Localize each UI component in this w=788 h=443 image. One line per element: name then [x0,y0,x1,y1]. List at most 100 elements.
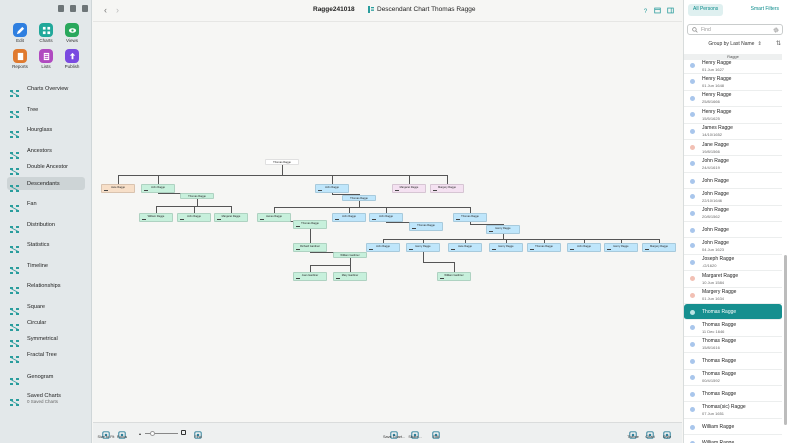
tree-node[interactable]: Jane Ragge [448,243,482,252]
sidebar-item-square[interactable]: Square [7,300,85,315]
tree-node[interactable]: Richard Gardiner [293,243,327,252]
group-by-select[interactable]: Group by Last Name ⇕ ⇅ [687,38,783,49]
tree-node[interactable]: William Gardiner [333,252,367,258]
tree-node[interactable]: Thomas Ragge [409,222,443,231]
tree-node[interactable]: William Gardiner [437,272,471,281]
tree-node[interactable]: Margaret Ragge [214,213,248,222]
tree-node[interactable]: Henry Ragge [604,243,638,252]
sidebar-item-statistics[interactable]: Statistics [7,238,85,253]
style-button[interactable]: Style [656,426,678,439]
sidebar-item-hourglass[interactable]: Hourglass [7,123,85,138]
tree-node[interactable]: James Ragge [257,213,291,222]
tree-node[interactable]: Henry Ragge [486,225,520,234]
tree-node[interactable]: John Ragge [315,184,349,193]
sidebar-item-ancestors[interactable]: Ancestors [7,144,85,159]
sidebar-item-fractal-tree[interactable]: Fractal Tree [7,348,85,363]
sidebar-toggle-icon[interactable] [667,7,674,14]
help-icon[interactable]: ? [642,7,649,14]
tree-node[interactable]: Margery Ragge [430,184,464,193]
tree-node[interactable]: Mary Gardiner [333,272,367,281]
chart-button[interactable]: Chart [639,426,661,439]
tree-node[interactable]: Thomas Ragge [453,213,487,222]
sidebar-item-relationships[interactable]: Relationships [7,279,85,294]
tree-node[interactable]: John Ragge [567,243,601,252]
toolbar-publish-button[interactable]: Publish [60,49,84,69]
person-row[interactable]: Thomas Ragge [684,304,782,321]
share-button[interactable]: Share... [404,426,426,439]
zoom-slider[interactable]: ▴ [139,430,187,436]
sidebar-item-symmetrical[interactable]: Symmetrical [7,332,85,347]
zoom-in-icon[interactable] [181,430,186,435]
find-button[interactable]: Find [187,426,209,439]
tree-node[interactable]: John Ragge [177,213,211,222]
person-row[interactable]: William Ragge [684,419,782,436]
tab-all-persons[interactable]: All Persons [688,4,724,16]
tree-node[interactable]: Jane Ragge [101,184,135,193]
gear-icon[interactable] [773,27,779,33]
bookmark-icon[interactable] [70,5,76,12]
tree-node[interactable]: Thomas Ragge [180,193,214,199]
person-row[interactable]: William Ragge [684,435,782,443]
back-icon[interactable]: ‹ [104,5,107,15]
edit-button[interactable]: Edit [425,426,447,439]
toolbar-reports-button[interactable]: Reports [8,49,32,69]
tree-node[interactable]: Thomas Ragge [293,220,327,229]
sidebar-item-distribution[interactable]: Distribution [7,218,85,233]
toolbar-edit-button[interactable]: Edit [8,23,32,43]
tab-smart-filters[interactable]: Smart Filters [750,6,779,12]
sidebar-item-charts-overview[interactable]: Charts Overview [7,82,85,97]
person-row[interactable]: John Ragge [684,173,782,190]
toolbar-views-button[interactable]: Views [60,23,84,43]
sidebar-item-genogram[interactable]: Genogram [7,370,85,385]
tree-node[interactable]: Margery Ragge [642,243,676,252]
focus-button[interactable]: Focus [111,426,133,439]
search-input[interactable]: Find [687,24,783,35]
theme-button[interactable]: Theme [622,426,644,439]
sidebar-item-circular[interactable]: Circular [7,316,85,331]
tag-icon[interactable] [58,5,64,12]
tree-node[interactable]: Henry Ragge [406,243,440,252]
sort-icon[interactable]: ⇅ [775,41,781,47]
person-row[interactable]: Joseph Ragge./2/1620 [684,255,782,272]
toolbar-lists-button[interactable]: Lists [34,49,58,69]
tree-node[interactable]: John Ragge [332,213,366,222]
tree-node[interactable]: Thomas Ragge [265,159,299,165]
tree-node[interactable]: John Ragge [141,184,175,193]
person-list-scrollbar[interactable] [784,255,787,425]
tree-node[interactable]: Margaret Ragge [392,184,426,193]
forward-icon[interactable]: › [116,5,119,15]
sidebar-item-descendants[interactable]: Descendants [7,177,85,192]
sidebar-item-timeline[interactable]: Timeline [7,259,85,274]
tree-node[interactable]: Thomas Ragge [527,243,561,252]
tree-node[interactable]: John Ragge [366,243,400,252]
tree-node[interactable]: William Ragge [139,213,173,222]
window-icon[interactable] [654,7,661,14]
save-chart-button[interactable]: Save Chart... [383,426,405,439]
person-row[interactable]: Thomas Ragge [684,353,782,370]
sidebar-item-double-ancestor[interactable]: Double Ancestor [7,160,85,175]
person-row[interactable]: John Ragge [684,222,782,239]
toolbar-charts-button[interactable]: Charts [34,23,58,43]
size-to-fit-button[interactable]: Size to Fit [95,426,117,439]
sidebar-item-fan[interactable]: Fan [7,197,85,212]
zoom-track[interactable] [145,433,178,434]
ribbon-icon[interactable] [82,5,88,12]
tree-node[interactable]: John Ragge [369,213,403,222]
sidebar-item-tree[interactable]: Tree [7,103,85,118]
